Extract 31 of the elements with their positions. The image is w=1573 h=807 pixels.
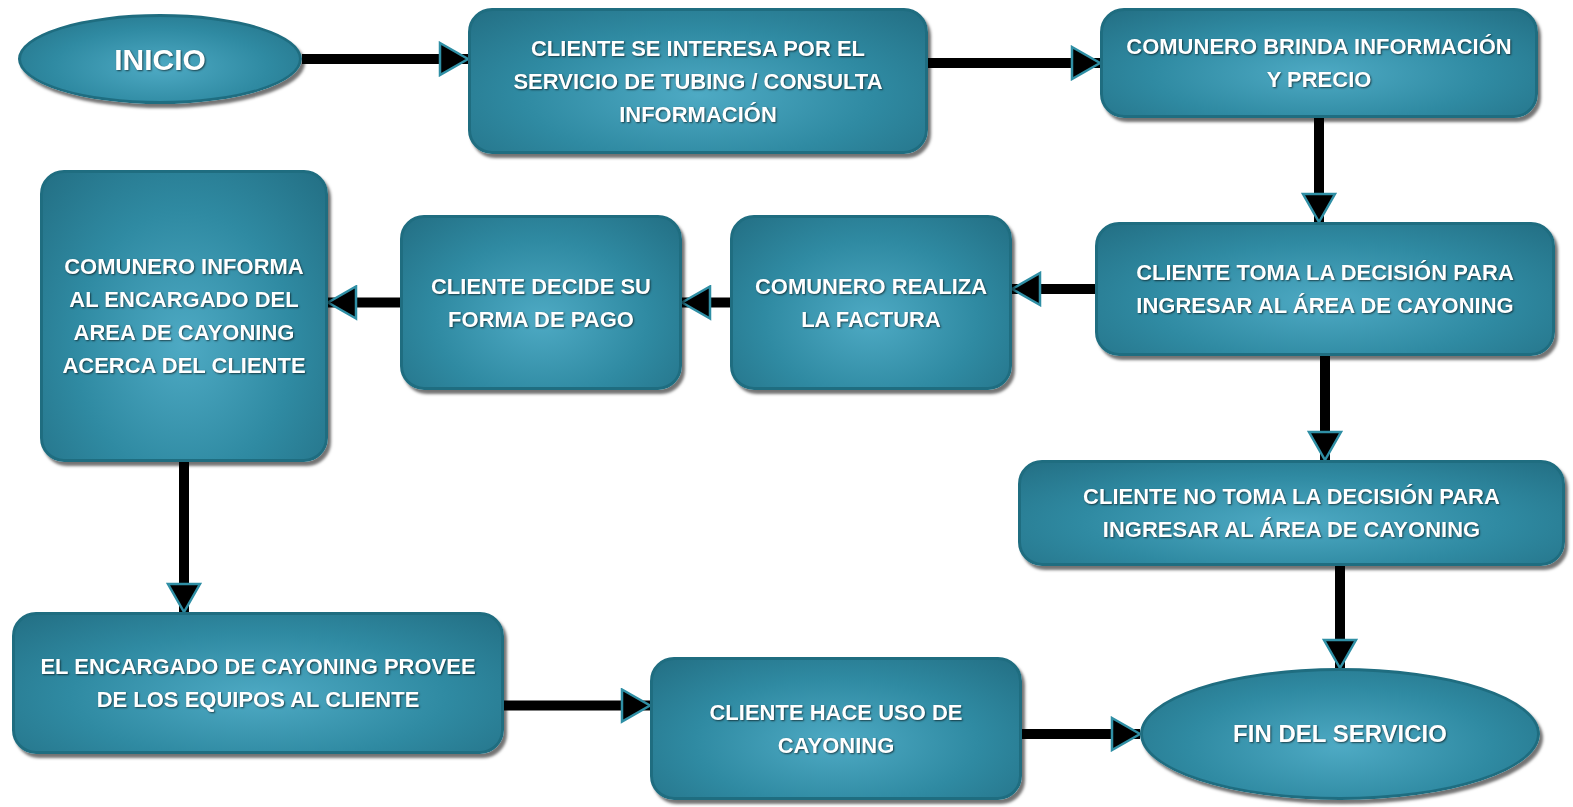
step-text: COMUNERO REALIZA LA FACTURA bbox=[753, 272, 989, 334]
process-box bbox=[730, 215, 1012, 390]
process-box bbox=[468, 8, 928, 154]
process-box bbox=[400, 215, 682, 390]
process-box bbox=[40, 170, 328, 462]
arrow bbox=[1307, 356, 1343, 462]
step-text: CLIENTE TOMA LA DECISIÓN PARA INGRESAR AL ÁREA DE CAYONING bbox=[1135, 259, 1515, 320]
arrow bbox=[1301, 118, 1337, 224]
arrow bbox=[504, 688, 652, 723]
step-text: EL ENCARGADO DE CAYONING PROVEE DE LOS EQUIPOS AL CLIENTE bbox=[39, 653, 477, 714]
step-text: COMUNERO INFORMA AL ENCARGADO DEL AREA DE CAYONING ACERCA DEL CLIENTE bbox=[61, 253, 307, 380]
step-text: CLIENTE NO TOMA LA DECISIÓN PARA INGRESAR AL ÁREA DE CAYONING bbox=[1082, 483, 1501, 544]
step-text: FIN DEL SERVICIO bbox=[1233, 719, 1447, 749]
step-text: CLIENTE DECIDE SU FORMA DE PAGO bbox=[430, 272, 652, 334]
arrow bbox=[1322, 566, 1358, 670]
step-text: INICIO bbox=[114, 41, 206, 78]
step-text: CLIENTE HACE USO DE CAYONING bbox=[708, 698, 964, 760]
process-box bbox=[12, 612, 504, 754]
arrow bbox=[326, 285, 400, 320]
step-text: CLIENTE SE INTERESA POR EL SERVICIO DE TUBING / CONSULTA INFORMACIÓN bbox=[512, 34, 884, 129]
arrow bbox=[1022, 716, 1142, 752]
step-text: COMUNERO BRINDA INFORMACIÓN Y PRECIO bbox=[1125, 33, 1513, 94]
arrow bbox=[1010, 271, 1095, 307]
arrow bbox=[166, 462, 202, 614]
process-box bbox=[1100, 8, 1538, 118]
process-box bbox=[1095, 222, 1555, 356]
process-box bbox=[1018, 460, 1565, 566]
process-box bbox=[650, 657, 1022, 800]
arrow bbox=[302, 41, 470, 77]
arrow bbox=[928, 45, 1102, 81]
arrow bbox=[680, 285, 730, 320]
